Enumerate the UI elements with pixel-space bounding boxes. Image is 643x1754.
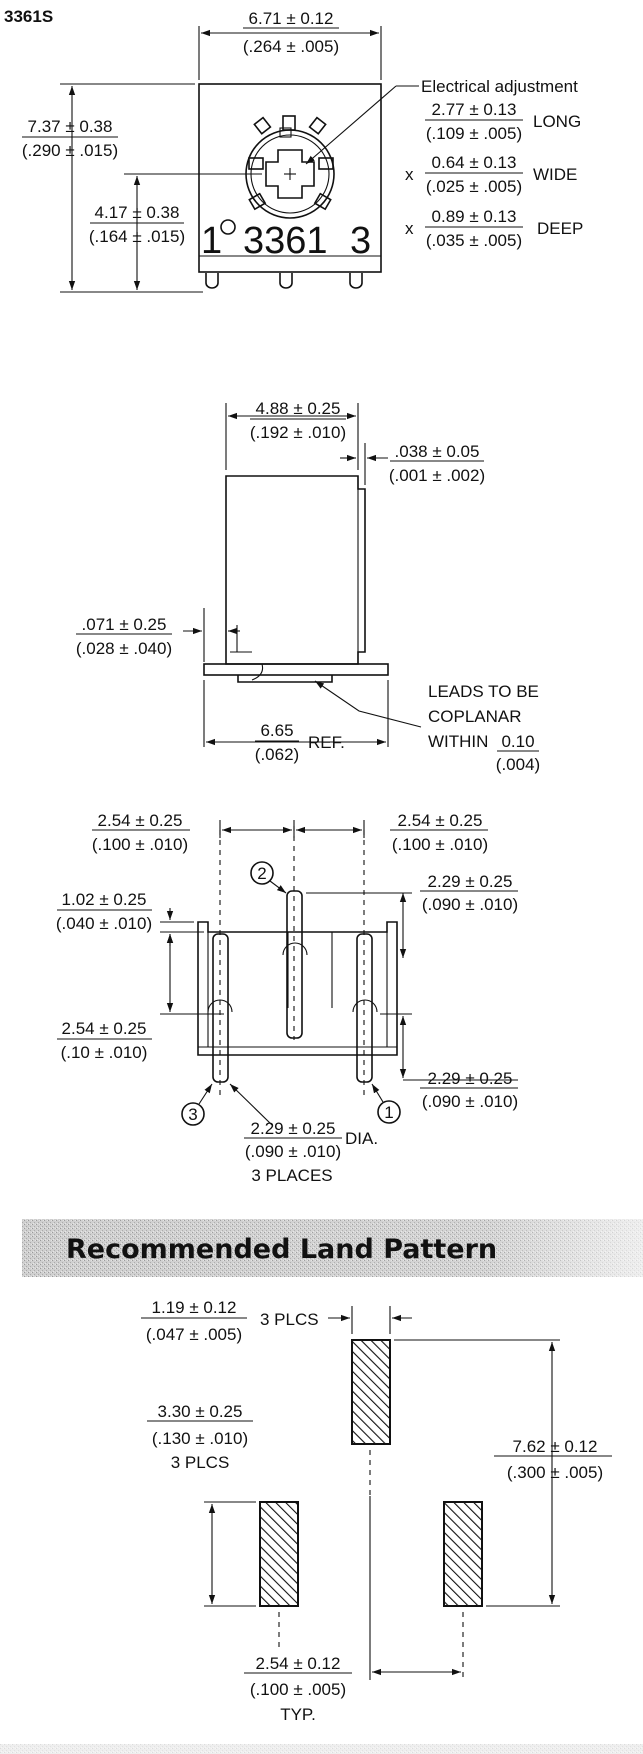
pad-left [259, 1501, 299, 1607]
pitch-in: (.100 ± .005) [250, 1680, 346, 1699]
dia-in: (.090 ± .010) [245, 1142, 341, 1161]
part-number: 3361S [4, 7, 53, 26]
center-in: (.164 ± .015) [89, 227, 185, 246]
note-line-3: WITHIN [428, 732, 488, 751]
body-outline [198, 83, 382, 273]
marking-pin-1: 1 [201, 220, 222, 262]
note-line-1: LEADS TO BE [428, 682, 539, 701]
note-mm: 0.10 [501, 732, 534, 751]
side-body [225, 475, 366, 665]
step-in: (.001 ± .002) [389, 466, 485, 485]
lower-left-in: (.10 ± .010) [61, 1043, 148, 1062]
side-view: 6.65 (.062) REF. 4.88 ± 0.25 (.192 ± .01… [76, 399, 540, 774]
center-mm: 4.17 ± 0.38 [95, 203, 180, 222]
adjustment-label: Electrical adjustment [421, 77, 578, 96]
standoff-in: (.028 ± .040) [76, 639, 172, 658]
bottom-right-in: (.090 ± .010) [422, 1092, 518, 1111]
marking-model: 3361 [243, 220, 328, 262]
pitch-qty: TYP. [280, 1705, 316, 1724]
side-leads [203, 663, 389, 676]
pad-width-in: (.047 ± .005) [146, 1325, 242, 1344]
land-pattern-header: Recommended Land Pattern [22, 1219, 643, 1277]
wide-mm: 0.64 ± 0.13 [432, 153, 517, 172]
pin-1 [356, 933, 373, 1083]
pin-2-label: 2 [257, 864, 266, 883]
wide-times: x [405, 165, 414, 184]
pin-2-callout [250, 861, 274, 885]
pad-len-in: (.130 ± .010) [152, 1429, 248, 1448]
pad-right [443, 1501, 483, 1607]
deep-in: (.035 ± .005) [426, 231, 522, 250]
pin-1-label: 1 [384, 1103, 393, 1122]
bottom-right-mm: 2.29 ± 0.25 [428, 1069, 513, 1088]
top-view: 1 3361 3 6.71 ± 0.12 (.264 ± .005) 7.37 … [22, 9, 583, 293]
pin-3-label: 3 [188, 1105, 197, 1124]
pad-top [351, 1339, 391, 1445]
land-pattern-title: Recommended Land Pattern [66, 1234, 497, 1265]
pad-len-mm: 3.30 ± 0.25 [158, 1402, 243, 1421]
top-right-mm: 2.29 ± 0.25 [428, 872, 513, 891]
lead-center [279, 273, 293, 289]
pitch-mm: 2.54 ± 0.12 [256, 1654, 341, 1673]
long-label: LONG [533, 112, 581, 131]
ref-in: (.062) [255, 745, 299, 764]
depth-in: (.192 ± .010) [250, 423, 346, 442]
standoff-mm: .071 ± 0.25 [82, 615, 167, 634]
step-mm: .038 ± 0.05 [395, 442, 480, 461]
ref-mm: 6.65 [260, 721, 293, 740]
dia-mm: 2.29 ± 0.25 [251, 1119, 336, 1138]
span-in: (.300 ± .005) [507, 1463, 603, 1482]
note-line-2: COPLANAR [428, 707, 522, 726]
pin-3-callout [181, 1102, 205, 1126]
upper-left-mm: 1.02 ± 0.25 [62, 890, 147, 909]
bottom-band [0, 1744, 643, 1754]
width-in: (.264 ± .005) [243, 37, 339, 56]
lead-left [205, 273, 219, 289]
bottom-body [197, 921, 398, 1056]
right-pitch-mm: 2.54 ± 0.25 [398, 811, 483, 830]
span-mm: 7.62 ± 0.12 [513, 1437, 598, 1456]
pad-width-qty: 3 PLCS [260, 1310, 319, 1329]
dia-places: 3 PLACES [251, 1166, 332, 1185]
rotor [245, 115, 335, 219]
pin-2 [286, 890, 303, 1039]
deep-mm: 0.89 ± 0.13 [432, 207, 517, 226]
top-right-in: (.090 ± .010) [422, 895, 518, 914]
lower-left-mm: 2.54 ± 0.25 [62, 1019, 147, 1038]
long-in: (.109 ± .005) [426, 124, 522, 143]
note-in: (.004) [496, 755, 540, 774]
left-pitch-in: (.100 ± .010) [92, 835, 188, 854]
left-pitch-mm: 2.54 ± 0.25 [98, 811, 183, 830]
land-pattern: 1.19 ± 0.12 (.047 ± .005) 3 PLCS 3.30 ± … [141, 1298, 612, 1724]
ref-label: REF. [308, 733, 345, 752]
pad-len-qty: 3 PLCS [171, 1453, 230, 1472]
height-mm: 7.37 ± 0.38 [28, 117, 113, 136]
depth-mm: 4.88 ± 0.25 [256, 399, 341, 418]
dia-label: DIA. [345, 1129, 378, 1148]
marking-pin-3: 3 [350, 220, 371, 262]
wide-in: (.025 ± .005) [426, 177, 522, 196]
bottom-view: 2.54 ± 0.25 (.100 ± .010) 2.54 ± 0.25 (.… [56, 811, 518, 1185]
pin-3 [212, 933, 229, 1083]
pad-width-mm: 1.19 ± 0.12 [152, 1298, 237, 1317]
long-mm: 2.77 ± 0.13 [432, 100, 517, 119]
deep-times: x [405, 219, 414, 238]
width-mm: 6.71 ± 0.12 [249, 9, 334, 28]
upper-left-in: (.040 ± .010) [56, 914, 152, 933]
right-pitch-in: (.100 ± .010) [392, 835, 488, 854]
height-in: (.290 ± .015) [22, 141, 118, 160]
pin-1-callout [377, 1100, 401, 1124]
pin-1-dot [220, 219, 236, 235]
lead-right [349, 273, 363, 289]
deep-label: DEEP [537, 219, 583, 238]
wide-label: WIDE [533, 165, 577, 184]
